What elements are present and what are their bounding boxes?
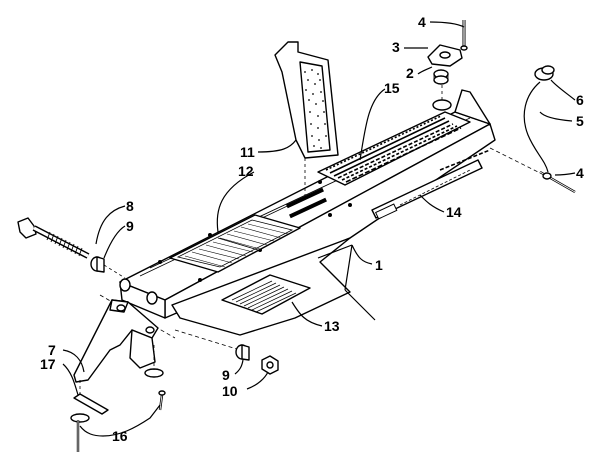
callout-11: 11 bbox=[240, 144, 255, 160]
latch-assembly bbox=[427, 20, 468, 111]
callout-4-top: 4 bbox=[418, 14, 426, 30]
lower-side-decal bbox=[221, 274, 311, 315]
callout-13: 13 bbox=[324, 318, 340, 334]
callout-10: 10 bbox=[222, 383, 238, 399]
callout-12: 12 bbox=[238, 163, 254, 179]
side-decal-strip bbox=[371, 149, 491, 220]
hitch-bracket bbox=[70, 294, 176, 452]
callout-14: 14 bbox=[446, 204, 462, 220]
callout-8: 8 bbox=[126, 198, 134, 214]
callout-7: 7 bbox=[48, 342, 56, 358]
callout-6: 6 bbox=[576, 92, 584, 108]
seat-pad bbox=[274, 41, 339, 195]
callout-1: 1 bbox=[375, 257, 383, 273]
lanyard-cable bbox=[489, 65, 576, 194]
callout-labels: 1 2 3 4 4 5 6 7 8 9 9 10 11 12 13 14 15 … bbox=[40, 14, 584, 444]
callout-2: 2 bbox=[406, 65, 414, 81]
callout-9-upper: 9 bbox=[126, 218, 134, 234]
callout-16: 16 bbox=[112, 428, 128, 444]
callout-3: 3 bbox=[392, 39, 400, 55]
leader-lines bbox=[62, 21, 576, 437]
bolt-and-bushing bbox=[17, 217, 158, 305]
callout-4-right: 4 bbox=[576, 165, 584, 181]
callout-5: 5 bbox=[576, 113, 584, 129]
warning-decal-grid bbox=[317, 111, 471, 186]
callout-17: 17 bbox=[40, 356, 56, 372]
callout-9-lower: 9 bbox=[222, 367, 230, 383]
callout-15: 15 bbox=[384, 80, 400, 96]
bushing-and-nut bbox=[174, 329, 279, 375]
deck-decal-left bbox=[169, 214, 301, 273]
